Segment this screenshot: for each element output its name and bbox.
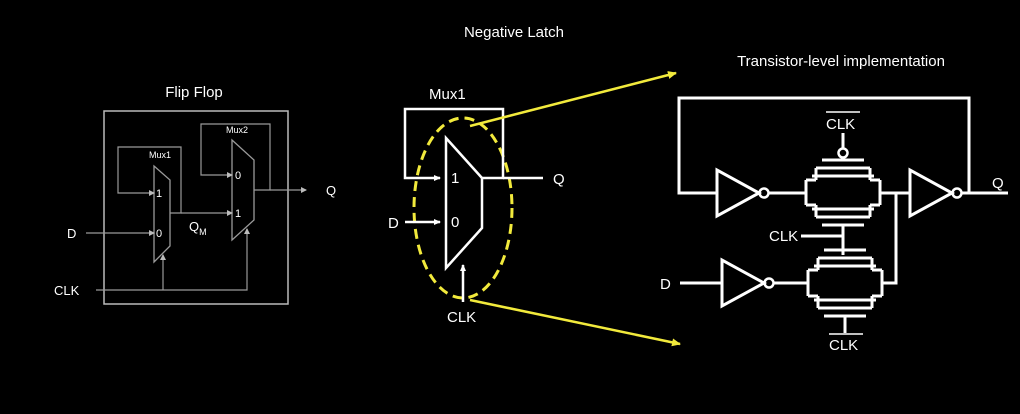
latch-q-label: Q	[553, 171, 565, 188]
ff-mux1-feedback	[117, 146, 182, 214]
latch-in1: 1	[451, 170, 459, 187]
tl-clk-bar-bottom-label: CLK	[829, 337, 858, 354]
flip-flop-box	[103, 110, 289, 305]
tl-q-label: Q	[992, 175, 1004, 192]
latch-highlight-ellipse	[412, 116, 514, 300]
tl-clk-mid-label: CLK	[769, 228, 798, 245]
latch-clk-label: CLK	[447, 309, 476, 326]
tl-feedback-loop	[677, 96, 971, 195]
transistor-level-block: CLK CLK CLK D Q	[660, 96, 1008, 354]
ff-mux2-in0: 0	[235, 170, 241, 182]
tl-transmission-gate-1	[804, 158, 882, 227]
ff-qm-main: Q	[189, 219, 199, 234]
latch-feedback-wire	[403, 107, 505, 181]
tl-d-label: D	[660, 276, 671, 293]
ff-mux1-label: Mux1	[149, 150, 171, 160]
callout-arrow-top	[469, 71, 677, 128]
tl-tg2-out-wire	[882, 193, 898, 285]
ff-mux2-label: Mux2	[226, 125, 248, 135]
tl-clk-mid-wire	[801, 234, 845, 255]
tl-inverter-2-bubble	[951, 187, 963, 199]
latch-mux-shape	[444, 134, 484, 272]
transistor-level-title: Transistor-level implementation	[737, 53, 945, 70]
tl-inverter-1	[715, 167, 763, 219]
tl-inverter-1-bubble	[758, 187, 770, 199]
tl-tg1-bubble	[837, 147, 849, 159]
ff-clk-wire	[96, 228, 250, 291]
tl-inverter-2	[908, 167, 956, 219]
tl-inverter-3-bubble	[763, 277, 775, 289]
latch-mux1-label: Mux1	[429, 86, 466, 103]
flip-flop-title: Flip Flop	[165, 84, 223, 101]
tl-clk-bar-top-label: CLK	[826, 116, 855, 133]
flip-flop-block: Mux1 Mux2 1 0 0 1 D CLK Q QM	[54, 110, 336, 305]
ff-mux2-feedback	[200, 123, 271, 191]
negative-latch-title: Negative Latch	[464, 24, 564, 41]
latch-in0: 0	[451, 214, 459, 231]
callout-arrow-bottom	[469, 298, 681, 347]
tl-transmission-gate-2	[806, 248, 884, 318]
negative-latch-block: Mux1 1 0 D Q CLK	[388, 86, 565, 326]
ff-qm-subscript: M	[199, 227, 207, 237]
ff-mux1-in1: 1	[156, 188, 162, 200]
ff-d-label: D	[67, 226, 76, 241]
ff-mux2-in1: 1	[235, 208, 241, 220]
ff-q-label: Q	[326, 183, 336, 198]
ff-qm-label: QM	[189, 219, 207, 237]
latch-d-label: D	[388, 215, 399, 232]
ff-clk-label: CLK	[54, 283, 80, 298]
ff-mux2-shape	[231, 138, 255, 242]
tl-inverter-3	[720, 257, 768, 309]
ff-mux1-in0: 0	[156, 228, 162, 240]
ff-mux1-shape	[153, 164, 171, 264]
